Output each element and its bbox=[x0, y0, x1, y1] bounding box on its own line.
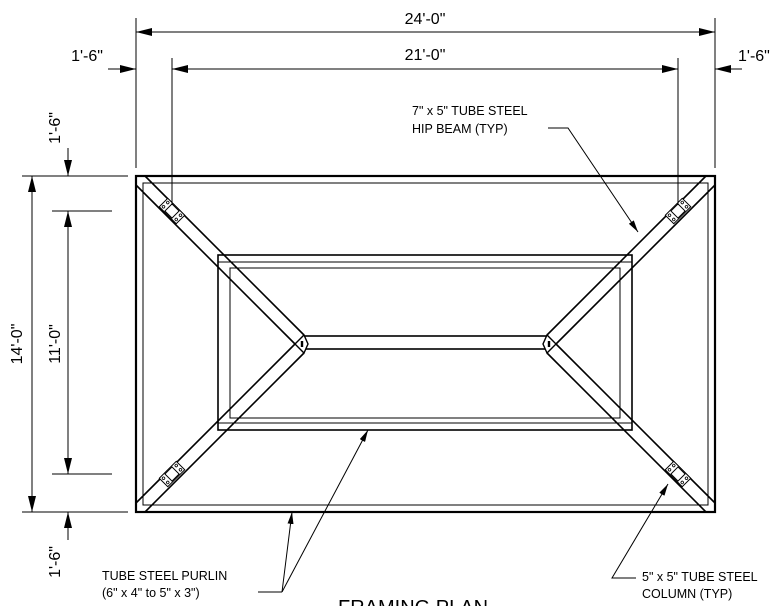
bottom-overhang-label: 1'-6" bbox=[47, 546, 64, 578]
hip-beam-callout-line1: 7" x 5" TUBE STEEL bbox=[412, 104, 528, 118]
hip-beam-top-right bbox=[546, 175, 716, 345]
outer-frame bbox=[134, 174, 717, 514]
hip-beam-top-left bbox=[135, 175, 305, 345]
overall-depth-label: 14'-0" bbox=[9, 324, 26, 365]
horizontal-dimensions: 24'-0" 21'-0" 1'-6" 1'-6" bbox=[71, 11, 770, 205]
hip-beam-leader bbox=[548, 127, 639, 233]
roof-framing bbox=[134, 174, 717, 514]
top-overhang-label: 1'-6" bbox=[47, 112, 64, 144]
purlin-callout-line2: (6" x 4" to 5" x 3") bbox=[102, 586, 200, 600]
purlin-leader-2 bbox=[281, 429, 369, 593]
outer-frame-inner-edge bbox=[142, 182, 709, 506]
purlin-callout-line1: TUBE STEEL PURLIN bbox=[102, 569, 227, 583]
inner-depth-label: 11'-0" bbox=[47, 324, 64, 364]
center-panel bbox=[217, 254, 633, 431]
purlin-leader-1 bbox=[281, 511, 294, 593]
column-plate-bottom-left bbox=[158, 460, 186, 488]
column-callout: 5" x 5" TUBE STEEL COLUMN (TYP) bbox=[611, 483, 758, 601]
column-plate-bottom-right bbox=[664, 460, 692, 488]
hip-beam-callout: 7" x 5" TUBE STEEL HIP BEAM (TYP) bbox=[412, 104, 639, 233]
hip-beam-callout-line2: HIP BEAM (TYP) bbox=[412, 122, 508, 136]
hip-beam-bottom-left bbox=[135, 343, 305, 513]
right-overhang-label: 1'-6" bbox=[738, 48, 770, 65]
column-callout-line1: 5" x 5" TUBE STEEL bbox=[642, 570, 758, 584]
vertical-dimensions: 14'-0" 11'-0" 1'-6" 1'-6" bbox=[9, 112, 128, 578]
purlin-callout: TUBE STEEL PURLIN (6" x 4" to 5" x 3") bbox=[102, 429, 369, 600]
hip-beam-bottom-right bbox=[546, 343, 716, 513]
column-leader bbox=[611, 483, 669, 579]
left-overhang-label: 1'-6" bbox=[71, 48, 103, 65]
inner-width-label: 21'-0" bbox=[405, 47, 446, 64]
column-callout-line2: COLUMN (TYP) bbox=[642, 587, 732, 601]
overall-width-label: 24'-0" bbox=[405, 11, 446, 28]
ridge-beam bbox=[294, 333, 557, 355]
drawing-title: FRAMING PLAN bbox=[338, 597, 488, 606]
